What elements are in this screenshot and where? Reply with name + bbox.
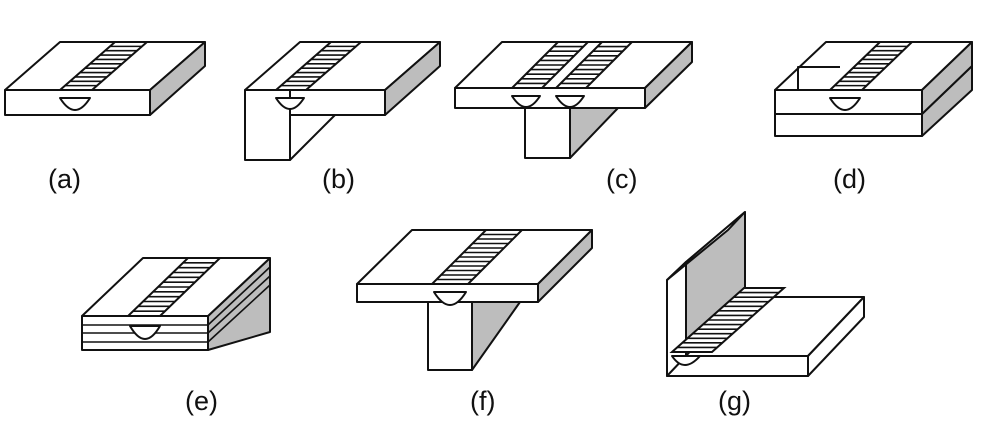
web-shadow	[569, 107, 619, 159]
top-plate-side	[921, 41, 973, 115]
weld-root-bead	[433, 291, 467, 306]
panel-e: (e)	[81, 257, 271, 416]
panel-b: (b)	[244, 41, 441, 194]
weld-root-bead-left	[511, 95, 541, 108]
plate-side	[537, 229, 593, 303]
panel-g: (g)	[666, 211, 865, 416]
panel-label-g: (g)	[718, 386, 751, 416]
web-front	[524, 107, 571, 159]
upright-inner	[289, 114, 336, 161]
weld-root-bead-right	[555, 95, 585, 108]
weld-bead-hatching	[827, 41, 915, 91]
panel-f: (f)	[356, 229, 593, 416]
panel-d: (d)	[774, 41, 973, 194]
weld-bead-hatching	[669, 287, 787, 353]
weld-root-bead	[275, 97, 305, 110]
web-front	[427, 301, 473, 371]
plate-side	[644, 41, 693, 109]
plate-side	[149, 41, 206, 116]
weld-bead-hatching	[125, 257, 223, 317]
plate-side	[384, 41, 441, 116]
weld-bead-hatching-right	[553, 41, 635, 89]
vertical-plate-top	[666, 211, 746, 281]
panel-label-a: (a)	[48, 164, 81, 194]
weld-root-bead	[59, 97, 91, 111]
panel-a: (a)	[4, 41, 206, 194]
weld-bead-outline	[827, 41, 915, 91]
weld-bead-outline	[273, 41, 364, 91]
weld-bead-hatching	[57, 41, 150, 91]
plate-front	[289, 89, 386, 116]
weld-root-bead	[671, 355, 701, 366]
panel-c: (c)	[454, 41, 693, 194]
weld-bead-outline	[57, 41, 150, 91]
panel-label-f: (f)	[470, 386, 495, 416]
base-plate-front	[774, 113, 923, 137]
panel-label-b: (b)	[322, 164, 355, 194]
web-shadow	[471, 301, 521, 371]
weld-root-bead	[129, 325, 161, 340]
base-plate-side	[807, 296, 865, 377]
panel-label-c: (c)	[606, 164, 637, 194]
inner-plate-edge	[797, 66, 840, 90]
panel-label-e: (e)	[185, 386, 218, 416]
plate-front	[454, 87, 646, 109]
weld-root-bead	[829, 97, 861, 111]
weld-bead-hatching-left	[509, 41, 591, 89]
weld-bead-hatching	[429, 229, 525, 285]
panel-label-d: (d)	[833, 164, 866, 194]
weld-bead-hatching	[273, 41, 364, 91]
